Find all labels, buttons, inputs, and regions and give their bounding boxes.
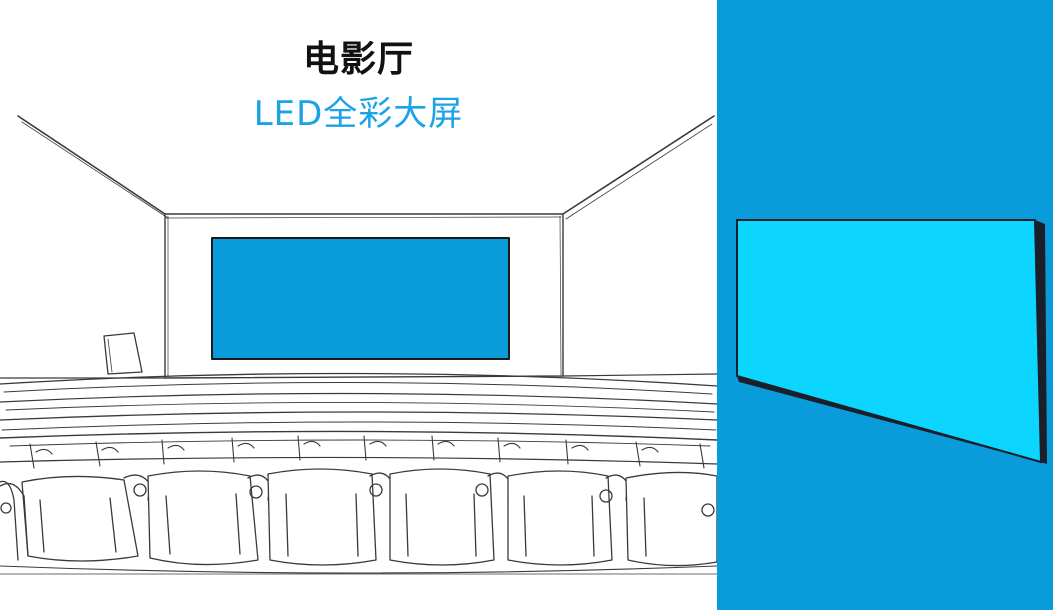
led-panel-face [736,219,1043,464]
led-panel-edge [1035,220,1047,464]
ceiling-line-right-2 [565,123,713,220]
seat-row-front [0,468,717,575]
ceiling-line-left [17,115,166,215]
led-screen [211,237,510,360]
cinema-sketch-panel: 电影厅 LED全彩大屏 [0,39,717,575]
product-side-panel [717,0,1053,610]
page-subtitle: LED全彩大屏 [253,94,464,134]
led-panel-illustration [736,219,1047,464]
podium [103,332,143,375]
seat-row-back [29,435,705,469]
page-title: 电影厅 [302,39,414,80]
ceiling-line-right [562,115,715,215]
ceiling-line-left-2 [21,121,169,219]
cinema-hall-sketch [0,115,717,575]
